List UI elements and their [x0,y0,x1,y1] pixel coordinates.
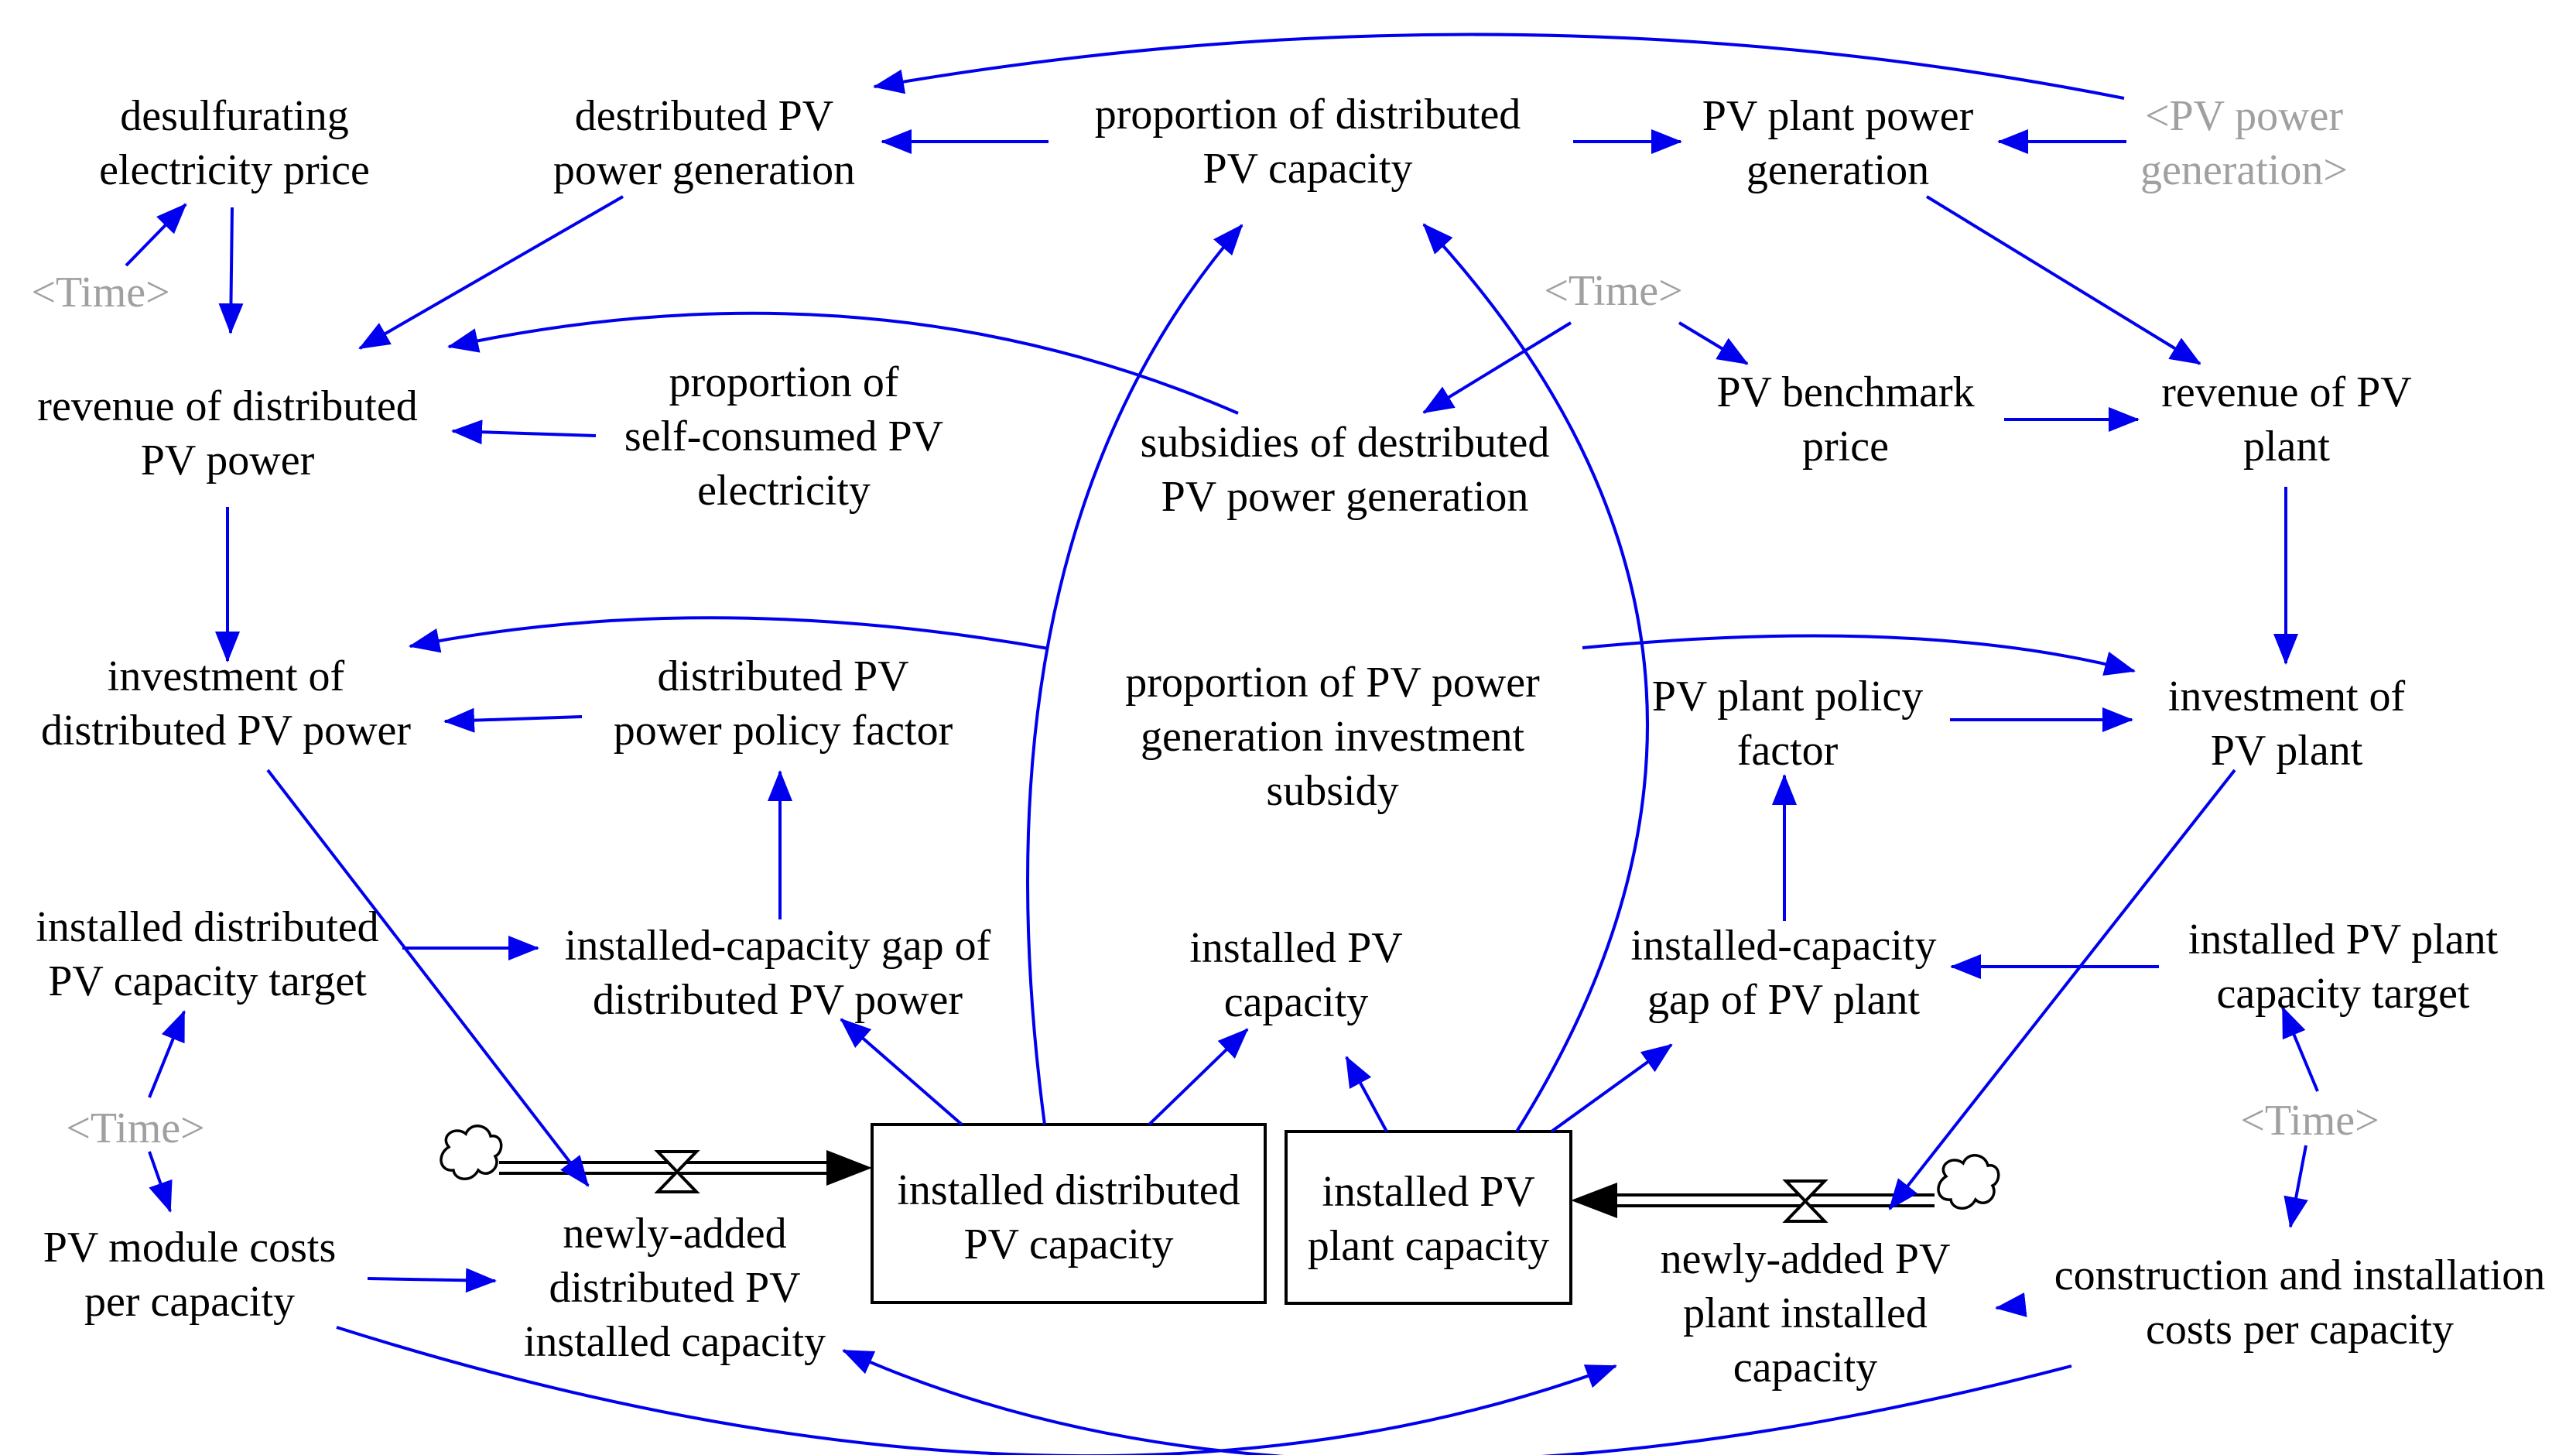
shadow-variable-time-left-bottom[interactable]: <Time> [66,1104,204,1152]
shadow-variable-time-left-top[interactable]: <Time> [31,269,169,317]
flow-pipe-distributed [499,1150,872,1186]
valve-icon [1782,1179,1829,1223]
causal-links [125,33,2319,1455]
valve-icon [654,1150,700,1193]
shadow-variable-time-center[interactable]: <Time> [1544,267,1682,315]
cloud-source-icon [1937,1154,2000,1210]
shadow-variable-time-right-bottom[interactable]: <Time> [2240,1097,2379,1145]
stock-box-plant[interactable] [1285,1130,1572,1305]
cloud-source-icon [440,1125,503,1180]
flow-pipe-plant [1571,1183,1935,1218]
stock-box-distributed[interactable] [871,1123,1267,1304]
